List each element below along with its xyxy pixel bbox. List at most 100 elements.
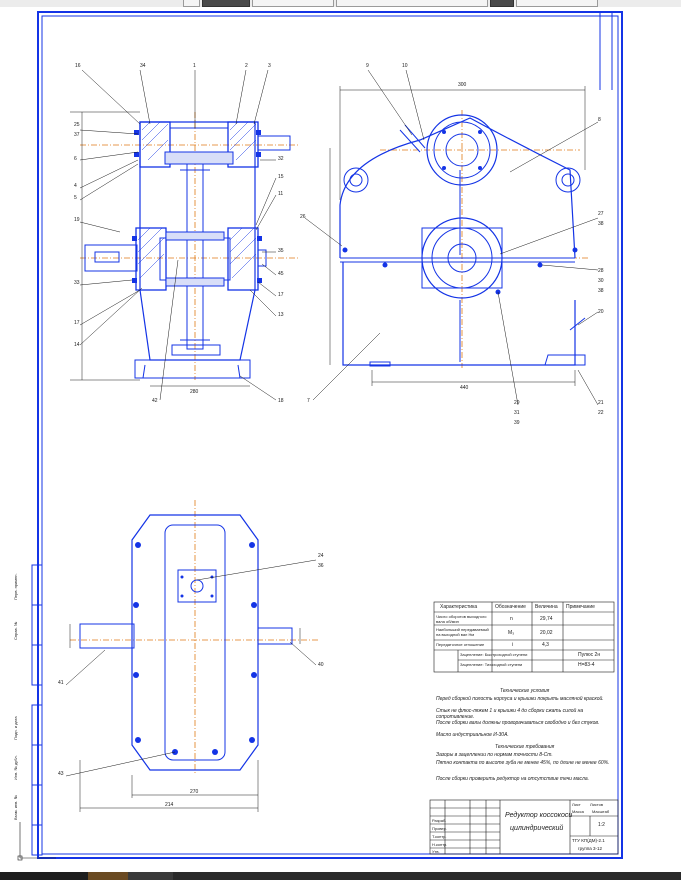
title-role: Разраб. — [432, 818, 447, 823]
title-block-grid — [429, 799, 619, 855]
leader-number: 8 — [598, 117, 601, 123]
scale-value: 1:2 — [598, 822, 605, 828]
leader-number: 15 — [278, 174, 284, 180]
leader-number: 7 — [307, 398, 310, 404]
status-segment — [88, 872, 128, 880]
tech-req-title: Технические условия — [500, 688, 550, 694]
spec-header: Обозначение — [495, 604, 526, 610]
mass-label: Масса — [572, 809, 584, 814]
front-view — [304, 69, 599, 406]
dimension-label: 270 — [190, 789, 199, 795]
spec-cell: Наибольший передаваемый на выходной вал … — [436, 627, 489, 637]
tech-req-title-2: Технические требования — [495, 744, 555, 750]
spec-cell: 29,74 — [540, 616, 553, 622]
leader-number: 11 — [278, 191, 284, 197]
leader-number: 45 — [278, 271, 284, 277]
leader-number: 24 — [318, 553, 324, 559]
tech-req-line: Зазоры в зацеплении по нормам точности 8… — [436, 752, 553, 758]
ucs-icon — [17, 822, 56, 861]
spec-cell: n — [510, 616, 513, 622]
tech-req-line: Пятно контакта по высоте зуба не менее 4… — [436, 760, 610, 766]
section-view — [70, 69, 300, 401]
toolbar-button[interactable] — [516, 0, 598, 7]
toolbar-dropdown[interactable] — [490, 0, 514, 7]
leader-number: 5 — [74, 195, 77, 201]
spec-cell: Зацепление: Быстроходной ступени — [460, 652, 528, 657]
spec-header: Величина — [535, 604, 558, 610]
spec-cell: 4,3 — [542, 642, 549, 648]
leader-number: 35 — [278, 248, 284, 254]
strip-label: Взам. инв. № — [13, 795, 18, 820]
strip-label: Справ. № — [13, 621, 18, 640]
title-role: Н.контр. — [432, 842, 448, 847]
status-segment — [0, 872, 88, 880]
toolbar-button[interactable] — [336, 0, 488, 7]
tech-req-line: Перед сборкой полость корпуса и крышки п… — [436, 696, 604, 702]
spec-table-grid — [433, 601, 615, 673]
spec-cell: Пулюс 2н — [578, 652, 601, 658]
cad-toolbar — [0, 0, 681, 7]
strip-label: Инв. № дубл. — [13, 755, 18, 780]
leader-number: 9 — [366, 63, 369, 69]
spec-cell: M₃ — [508, 630, 515, 636]
toolbar-button[interactable] — [183, 0, 200, 7]
leader-number: 27 — [598, 211, 604, 217]
drawing-title-line2: цилиндрический — [510, 825, 564, 832]
leader-number: 4 — [74, 183, 77, 189]
toolbar-button[interactable] — [252, 0, 334, 7]
drawing-title-line1: Редуктор коссокоси — [505, 812, 573, 819]
leader-number: 32 — [278, 156, 284, 162]
strip-label: Подп. и дата — [13, 716, 18, 740]
leader-number: 10 — [402, 63, 408, 69]
spec-cell: Н=83-4 — [578, 662, 595, 668]
tech-req-line: После сборки валы должны проворачиваться… — [436, 720, 600, 726]
leader-number: 38 — [598, 221, 604, 227]
status-bar — [0, 872, 681, 880]
strip-label: Перв. примен. — [13, 573, 18, 600]
dimension-label: 214 — [165, 802, 174, 808]
spec-cell: Число оборотов выходного вала об/мин — [436, 614, 487, 624]
leader-number: 13 — [278, 312, 284, 318]
title-role: Т.контр. — [432, 834, 447, 839]
leader-number: 31 — [514, 410, 520, 416]
status-segment — [173, 872, 681, 880]
sheets-label: Листов — [590, 802, 603, 807]
leader-number: 3 — [268, 63, 271, 69]
scale-label: Масштаб — [592, 809, 610, 814]
sheet-frame — [31, 11, 623, 859]
technical-drawing — [17, 11, 623, 861]
plan-view — [65, 500, 320, 812]
tech-req-line: Масло индустриальное И-30А. — [436, 732, 509, 738]
tech-req-line: Стык не флюс-ляжем 1 и крышки 4 до сборк… — [436, 708, 584, 720]
leader-number: 28 — [598, 268, 604, 274]
leader-number: 6 — [74, 156, 77, 162]
leader-number: 14 — [74, 342, 80, 348]
leader-number: 39 — [514, 420, 520, 426]
leader-number: 34 — [140, 63, 146, 69]
dimension-label: 440 — [460, 385, 469, 391]
status-segment — [128, 872, 173, 880]
spec-cell: Зацепление: Тихоходной ступени — [460, 662, 523, 667]
leader-number: 40 — [318, 662, 324, 668]
leader-number: 41 — [58, 680, 64, 686]
title-role: Утв. — [432, 849, 440, 854]
tech-req-line: После сборки проверить редуктор на отсут… — [436, 776, 590, 782]
leader-number: 26 — [300, 214, 306, 220]
toolbar-button-active[interactable] — [202, 0, 250, 7]
title-role: Провер. — [432, 826, 447, 831]
leader-number: 25 — [74, 122, 80, 128]
leader-number: 18 — [278, 398, 284, 404]
doc-code: ТГУ КП(ДМ)-2.1 — [572, 838, 605, 843]
dimension-label: 280 — [190, 389, 199, 395]
leader-number: 36 — [318, 563, 324, 569]
leader-number: 38 — [598, 288, 604, 294]
leader-number: 22 — [598, 410, 604, 416]
group-code: группа 3-12 — [578, 846, 602, 851]
leader-number: 30 — [598, 278, 604, 284]
spec-cell: 20,02 — [540, 630, 553, 636]
leader-number: 20 — [598, 309, 604, 315]
sheet-label: Лист — [572, 802, 581, 807]
leader-number: 17 — [74, 320, 80, 326]
spec-header: Характеристика — [440, 604, 478, 610]
spec-cell: i — [512, 642, 514, 648]
